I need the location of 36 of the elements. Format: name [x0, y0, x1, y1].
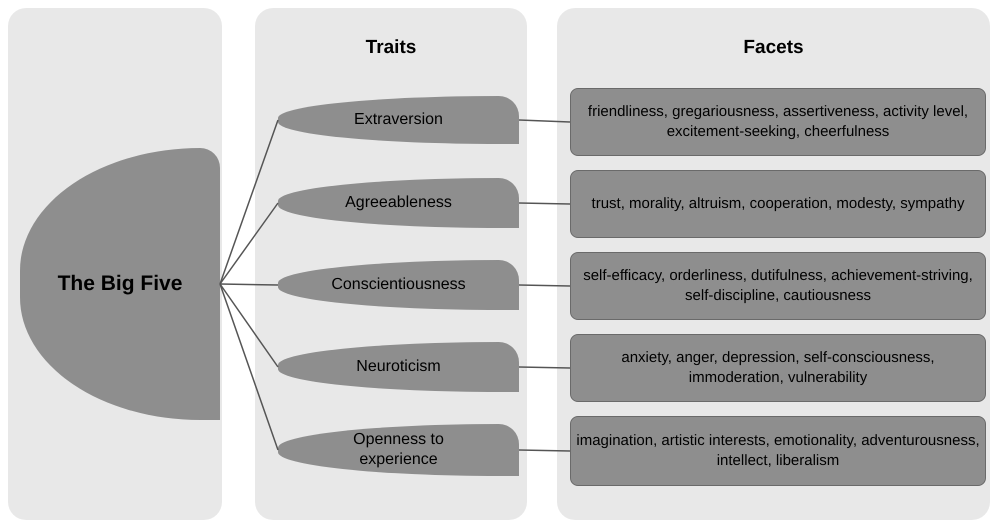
connector-line — [518, 119, 570, 123]
facet-box — [570, 334, 986, 402]
connector-line — [220, 283, 278, 286]
trait-label: Agreeableness — [344, 193, 453, 213]
trait-shape — [278, 260, 519, 310]
facet-box — [570, 170, 986, 238]
facet-text: imagination, artistic interests, emotionality, adventurousness, intellect, liberalism — [575, 430, 981, 471]
column-panel — [255, 8, 527, 520]
root-label: The Big Five — [58, 271, 182, 298]
connector-line — [518, 202, 570, 205]
trait-label: Neuroticism — [355, 357, 442, 377]
facet-box — [570, 416, 986, 486]
facet-box — [570, 252, 986, 320]
connector-line — [518, 366, 570, 369]
trait-label: Extraversion — [353, 110, 444, 130]
connector-line — [219, 284, 279, 450]
facet-text: anxiety, anger, depression, self-consciousness, immoderation, vulnerability — [620, 348, 936, 388]
trait-shape — [278, 342, 519, 392]
facet-box — [570, 88, 986, 156]
column-heading: Facets — [742, 36, 805, 60]
facet-text: trust, morality, altruism, cooperation, modesty, sympathy — [590, 194, 966, 214]
connector-line — [518, 449, 570, 452]
column-heading: Traits — [364, 36, 418, 60]
trait-label: Conscientiousness — [330, 275, 467, 295]
column-panel — [557, 8, 990, 520]
connector-line — [219, 120, 279, 284]
trait-shape — [278, 178, 519, 228]
facet-text: self-efficacy, orderliness, dutifulness, achievement-striving, self-discipline, cautiousness — [582, 266, 974, 306]
connector-line — [219, 202, 279, 284]
facet-text: friendliness, gregariousness, assertiveness, activity level, excitement-seeking, cheerfulness — [586, 102, 970, 142]
trait-shape — [278, 96, 519, 144]
trait-label: Openness to experience — [352, 430, 445, 470]
trait-shape — [278, 424, 519, 476]
connector-line — [518, 284, 570, 287]
column-panel — [8, 8, 222, 520]
connector-line — [219, 284, 279, 368]
